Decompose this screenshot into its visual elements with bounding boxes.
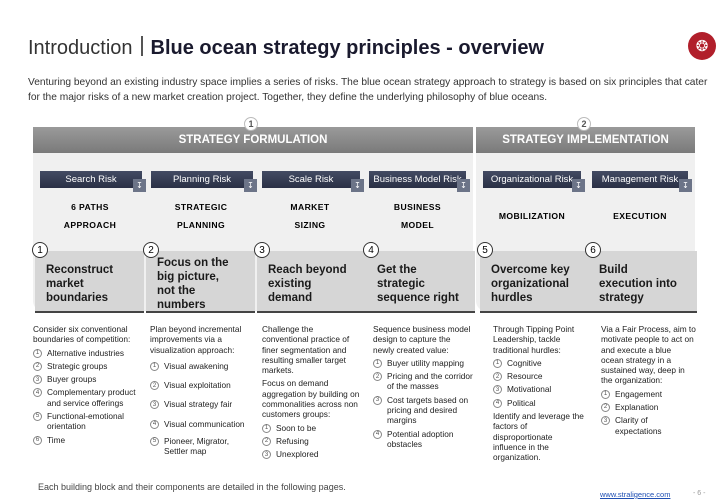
detail-column: Sequence business model design to captur… <box>373 324 473 452</box>
page-number: - 6 - <box>693 490 706 497</box>
category-label: Marketsizing <box>290 202 330 230</box>
risk-label: Business Model Risk↧ <box>369 171 470 192</box>
intro-paragraph: Venturing beyond an existing industry sp… <box>28 77 708 103</box>
category-label: 6 Pathsapproach <box>63 202 117 230</box>
section-band-implementation: STRATEGY IMPLEMENTATION <box>476 127 695 153</box>
down-arrow-icon: ↧ <box>351 179 364 192</box>
detail-column: Consider six conventional boundaries of … <box>33 324 143 448</box>
category-label: Execution <box>613 211 667 221</box>
detail-column: Challenge the conventional practice of f… <box>262 324 362 463</box>
down-arrow-icon: ↧ <box>679 179 692 192</box>
risk-label: Organizational Risk↧ <box>483 171 585 192</box>
footer-note: Each building block and their components… <box>38 482 346 492</box>
detail-intro: Via a Fair Process, aim to motivate peop… <box>601 324 696 386</box>
section-label: STRATEGY IMPLEMENTATION <box>502 134 669 146</box>
detail-extra: Identify and leverage the factors of dis… <box>493 411 584 463</box>
risk-label: Search Risk↧ <box>40 171 146 192</box>
rhino-logo-icon: ❂ <box>688 32 716 60</box>
title-separator <box>140 36 143 56</box>
risk-label: Scale Risk↧ <box>262 171 364 192</box>
down-arrow-icon: ↧ <box>133 179 146 192</box>
section-label: STRATEGY FORMULATION <box>178 134 328 146</box>
section-number: 1 <box>244 117 258 131</box>
principle-number: 4 <box>363 242 379 258</box>
principle-number: 1 <box>32 242 48 258</box>
page-title: Introduction Blue ocean strategy principl… <box>28 36 544 60</box>
detail-column: Via a Fair Process, aim to motivate peop… <box>601 324 696 439</box>
intro-label: Introduction <box>28 37 133 59</box>
principle-number: 3 <box>254 242 270 258</box>
down-arrow-icon: ↧ <box>244 179 257 192</box>
risk-label: Planning Risk↧ <box>151 171 257 192</box>
principle-number: 5 <box>477 242 493 258</box>
risk-label: Management Risk↧ <box>592 171 692 192</box>
section-number: 2 <box>577 117 591 131</box>
website-link[interactable]: www.straligence.com <box>600 490 671 499</box>
detail-column: Plan beyond incremental improvements via… <box>150 324 250 460</box>
section-band-formulation: STRATEGY FORMULATION <box>33 127 473 153</box>
category-label: Businessmodel <box>393 202 442 230</box>
principle-number: 6 <box>585 242 601 258</box>
detail-intro: Challenge the conventional practice of f… <box>262 324 350 376</box>
principle-number: 2 <box>143 242 159 258</box>
detail-column: Through Tipping Point Leadership, tackle… <box>493 324 588 466</box>
detail-intro: Sequence business model design to captur… <box>373 324 471 355</box>
down-arrow-icon: ↧ <box>572 179 585 192</box>
detail-intro: Through Tipping Point Leadership, tackle… <box>493 324 575 355</box>
category-label: Strategicplanning <box>174 202 228 230</box>
down-arrow-icon: ↧ <box>457 179 470 192</box>
title-main: Blue ocean strategy principles - overvie… <box>150 37 544 59</box>
detail-intro: Plan beyond incremental improvements via… <box>150 324 242 355</box>
detail-extra: Focus on demand aggregation by building … <box>262 378 360 420</box>
detail-intro: Consider six conventional boundaries of … <box>33 324 131 345</box>
category-label: Mobilization <box>498 211 566 221</box>
